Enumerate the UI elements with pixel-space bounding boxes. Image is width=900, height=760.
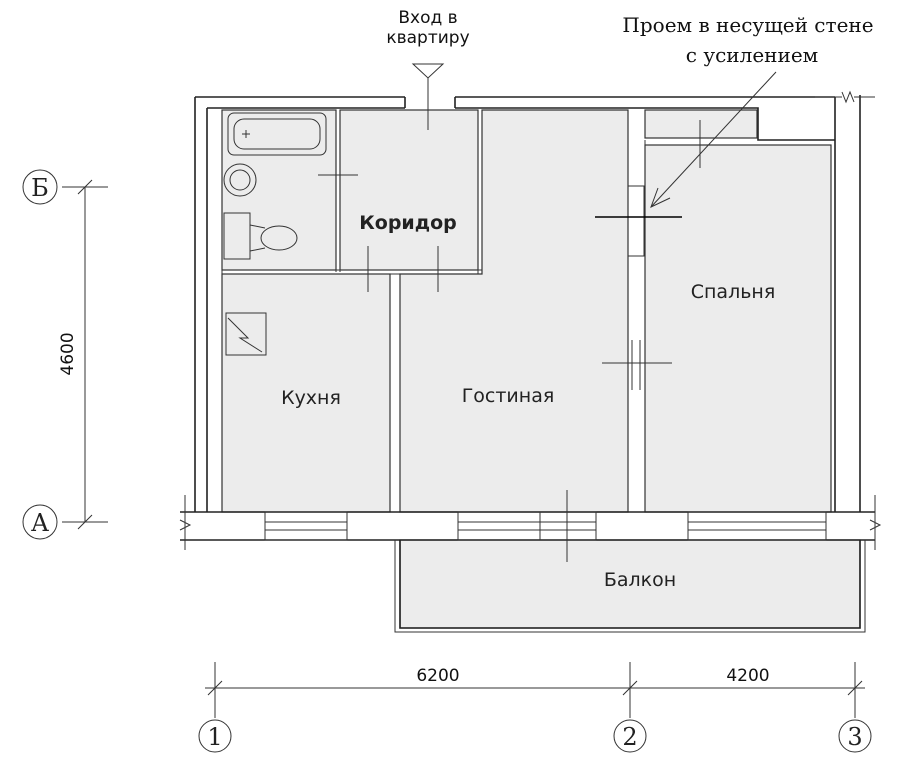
dimension-horizontal — [205, 662, 865, 718]
sink — [223, 163, 257, 197]
gas-meter-icon — [225, 312, 267, 356]
corridor-floor — [339, 109, 479, 271]
room-label-corridor: Коридор — [359, 212, 457, 234]
bathtub — [227, 112, 327, 156]
axis-label-a: А — [31, 509, 49, 537]
floor-areas — [221, 109, 861, 629]
entrance-label-line2: квартиру — [386, 28, 469, 48]
axis-label-3: 3 — [847, 723, 862, 751]
room-label-bedroom: Спальня — [691, 281, 776, 303]
room-label-living: Гостиная — [462, 385, 555, 407]
dimension-vertical — [62, 179, 108, 530]
reinforced-opening — [595, 71, 777, 257]
entrance-label-line1: Вход в — [398, 8, 457, 28]
dimension-label-4200: 4200 — [726, 666, 769, 686]
outer-walls — [194, 90, 875, 512]
partitions — [221, 110, 646, 512]
south-wall — [179, 495, 882, 550]
axis-label-b: Б — [31, 174, 49, 202]
annotation-line1: Проем в несущей стене — [622, 13, 873, 37]
entrance-arrow-icon — [411, 63, 445, 86]
bedroom-floor — [644, 144, 832, 513]
bedroom-closet — [644, 109, 758, 139]
annotation-line2: с усилением — [686, 43, 818, 67]
door-markers — [318, 85, 701, 562]
kitchen-floor — [221, 273, 391, 513]
dimension-label-6200: 6200 — [416, 666, 459, 686]
axis-markers — [22, 169, 872, 753]
balcony — [394, 540, 866, 633]
dimension-label-vertical: 4600 — [58, 332, 78, 375]
room-label-kitchen: Кухня — [281, 387, 341, 409]
room-label-balcony: Балкон — [604, 569, 676, 591]
axis-label-2: 2 — [622, 723, 637, 751]
axis-label-1: 1 — [207, 723, 222, 751]
balcony-floor — [399, 539, 861, 629]
toilet — [223, 212, 298, 260]
